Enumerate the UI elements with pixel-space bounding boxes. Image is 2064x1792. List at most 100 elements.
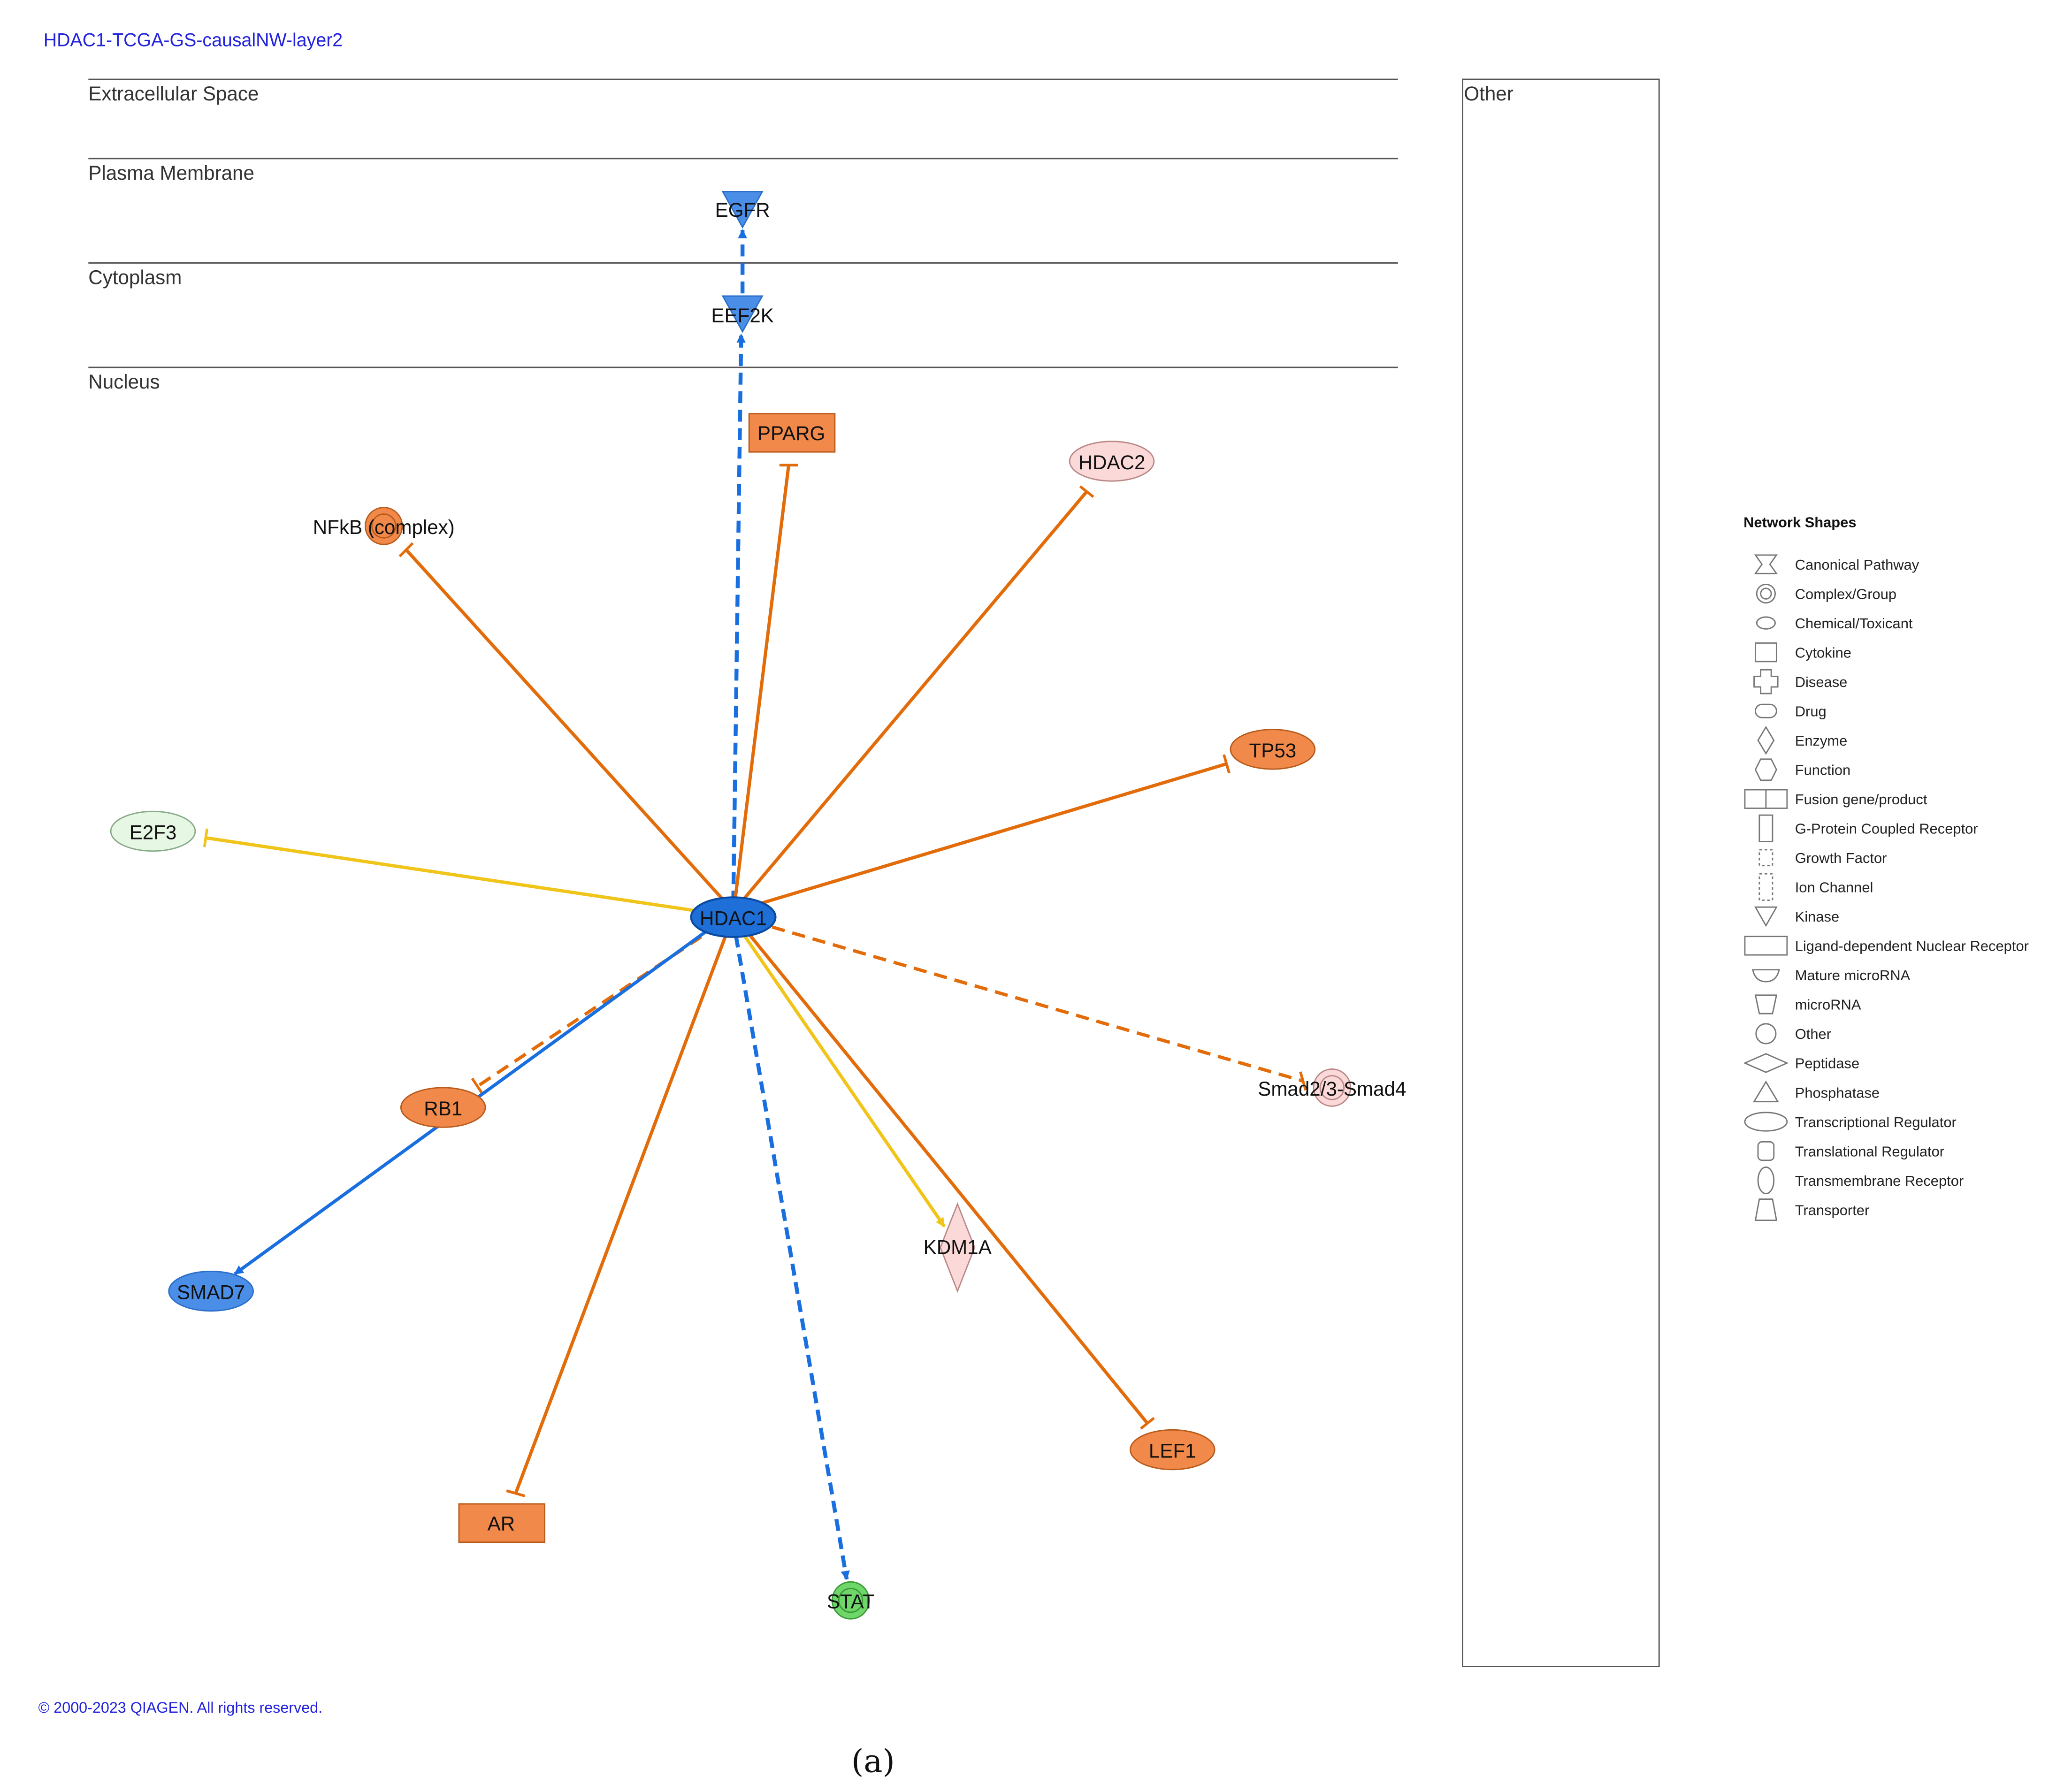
node-smad7-label: SMAD7 bbox=[177, 1281, 245, 1303]
nuclear-receptor-icon bbox=[1744, 936, 1788, 956]
kinase-icon bbox=[1754, 906, 1778, 927]
nuclear-receptor-icon bbox=[458, 1503, 546, 1543]
microrna-icon bbox=[1754, 994, 1778, 1014]
legend-item: Cytokine bbox=[1755, 642, 1851, 663]
legend-item: Mature microRNA bbox=[1752, 967, 1911, 984]
edge-hdac1-rb1-bar bbox=[471, 1077, 484, 1095]
transcriptional-regulator-icon bbox=[1069, 441, 1155, 482]
transcriptional-regulator-icon bbox=[110, 810, 196, 852]
edge-hdac1-lef1-bar bbox=[1140, 1417, 1155, 1430]
enzyme-icon bbox=[1757, 725, 1775, 755]
transcriptional-regulator-icon bbox=[400, 1087, 486, 1128]
complex-group-icon bbox=[1756, 583, 1776, 604]
node-hdac1-label: HDAC1 bbox=[700, 907, 767, 929]
legend-item: Complex/Group bbox=[1756, 583, 1896, 604]
node-egfr-label: EGFR bbox=[715, 199, 770, 221]
node-stat[interactable]: STAT bbox=[827, 1581, 874, 1620]
copyright-text: © 2000-2023 QIAGEN. All rights reserved. bbox=[38, 1699, 322, 1716]
legend-item: Ligand-dependent Nuclear Receptor bbox=[1744, 936, 2029, 956]
legend-item-label: Enzyme bbox=[1795, 732, 1848, 749]
nuclear-receptor-icon bbox=[748, 413, 836, 453]
drug-icon bbox=[1755, 703, 1777, 718]
node-eef2k[interactable]: EEF2K bbox=[711, 295, 774, 333]
legend-item: Kinase bbox=[1754, 906, 1840, 927]
legend-item-label: Function bbox=[1795, 762, 1851, 778]
complex-group-icon bbox=[1313, 1068, 1352, 1107]
node-pparg[interactable]: PPARG bbox=[748, 413, 836, 453]
canonical-pathway-icon bbox=[1754, 554, 1778, 574]
node-ar[interactable]: AR bbox=[458, 1503, 546, 1543]
legend-items: Canonical PathwayComplex/GroupChemical/T… bbox=[1743, 554, 2029, 1221]
legend-item-label: Ligand-dependent Nuclear Receptor bbox=[1795, 938, 2029, 954]
legend-item-label: Cytokine bbox=[1795, 644, 1851, 661]
node-hdac2-label: HDAC2 bbox=[1078, 451, 1146, 473]
node-e2f3-label: E2F3 bbox=[130, 821, 177, 843]
legend-item-label: Growth Factor bbox=[1795, 850, 1887, 866]
transporter-icon bbox=[1754, 1198, 1778, 1221]
ion-channel-icon bbox=[1758, 873, 1774, 901]
edge-hdac1-stat bbox=[734, 935, 850, 1580]
legend-item: Peptidase bbox=[1743, 1053, 1859, 1073]
legend-item: Chemical/Toxicant bbox=[1756, 615, 1913, 632]
node-smad23-label: Smad2/3-Smad4 bbox=[1258, 1078, 1406, 1100]
node-lef1[interactable]: LEF1 bbox=[1129, 1429, 1215, 1471]
diagram-title: HDAC1-TCGA-GS-causalNW-layer2 bbox=[44, 30, 343, 51]
complex-group-icon bbox=[365, 507, 403, 545]
transcriptional-regulator-icon bbox=[690, 896, 777, 938]
legend-item: Disease bbox=[1753, 669, 1848, 694]
node-rb1-label: RB1 bbox=[424, 1098, 462, 1120]
legend-item: Function bbox=[1754, 758, 1851, 781]
edge-hdac1-hdac2 bbox=[737, 490, 1088, 907]
enzyme-icon bbox=[940, 1202, 976, 1293]
node-e2f3[interactable]: E2F3 bbox=[110, 810, 196, 852]
legend-item: Drug bbox=[1755, 703, 1827, 719]
legend-item: Translational Regulator bbox=[1757, 1141, 1944, 1161]
node-hdac2[interactable]: HDAC2 bbox=[1069, 441, 1155, 482]
legend-item-label: Disease bbox=[1795, 674, 1848, 690]
legend-item: Transcriptional Regulator bbox=[1744, 1112, 1957, 1132]
legend-item-label: Transcriptional Regulator bbox=[1795, 1114, 1957, 1130]
legend-item-label: Kinase bbox=[1795, 908, 1840, 925]
nodes: EGFR EEF2K PPARG HDAC2 NFkB (complex) TP… bbox=[110, 191, 1406, 1620]
node-kdm1a-label: KDM1A bbox=[924, 1236, 992, 1258]
legend-item-label: Chemical/Toxicant bbox=[1795, 615, 1913, 632]
node-rb1[interactable]: RB1 bbox=[400, 1087, 486, 1128]
legend-item-label: Transmembrane Receptor bbox=[1795, 1173, 1964, 1189]
label-nucleus: Nucleus bbox=[88, 371, 160, 393]
node-eef2k-label: EEF2K bbox=[711, 305, 774, 327]
legend-item: Fusion gene/product bbox=[1744, 789, 1927, 809]
edge-hdac1-e2f3 bbox=[205, 836, 713, 915]
legend-item: Enzyme bbox=[1757, 725, 1848, 755]
node-smad23-smad4[interactable]: Smad2/3-Smad4 bbox=[1258, 1068, 1406, 1107]
legend-item: Transporter bbox=[1754, 1198, 1869, 1221]
legend-item: Phosphatase bbox=[1753, 1080, 1880, 1103]
peptidase-icon bbox=[1743, 1053, 1789, 1073]
legend-item-label: Other bbox=[1795, 1026, 1831, 1042]
other-icon bbox=[1755, 1023, 1777, 1045]
edges bbox=[203, 229, 1307, 1580]
legend-item-label: microRNA bbox=[1795, 997, 1861, 1013]
node-smad7[interactable]: SMAD7 bbox=[168, 1270, 254, 1312]
legend-item: Growth Factor bbox=[1758, 849, 1887, 867]
legend-item-label: Fusion gene/product bbox=[1795, 791, 1927, 808]
node-tp53[interactable]: TP53 bbox=[1230, 729, 1316, 770]
legend-item-label: Phosphatase bbox=[1795, 1084, 1880, 1101]
transcriptional-regulator-icon bbox=[1744, 1112, 1788, 1132]
figure-caption: (a) bbox=[851, 1743, 895, 1780]
legend-title: Network Shapes bbox=[1743, 514, 1856, 531]
legend-item-label: Translational Regulator bbox=[1795, 1143, 1944, 1159]
legend-item-label: Mature microRNA bbox=[1795, 967, 1911, 984]
node-nfkb[interactable]: NFkB (complex) bbox=[313, 507, 455, 545]
complex-group-inner-ring bbox=[371, 513, 397, 539]
label-extracellular-space: Extracellular Space bbox=[88, 83, 259, 105]
legend-item: Ion Channel bbox=[1758, 873, 1873, 901]
node-tp53-label: TP53 bbox=[1249, 740, 1296, 762]
node-kdm1a[interactable]: KDM1A bbox=[924, 1202, 992, 1293]
legend-item: Other bbox=[1755, 1023, 1831, 1045]
node-egfr[interactable]: EGFR bbox=[715, 191, 770, 229]
node-pparg-label: PPARG bbox=[757, 422, 825, 444]
edge-hdac1-e2f3-bar bbox=[203, 828, 208, 847]
phosphatase-icon bbox=[1753, 1080, 1779, 1103]
node-hdac1[interactable]: HDAC1 bbox=[690, 896, 777, 938]
